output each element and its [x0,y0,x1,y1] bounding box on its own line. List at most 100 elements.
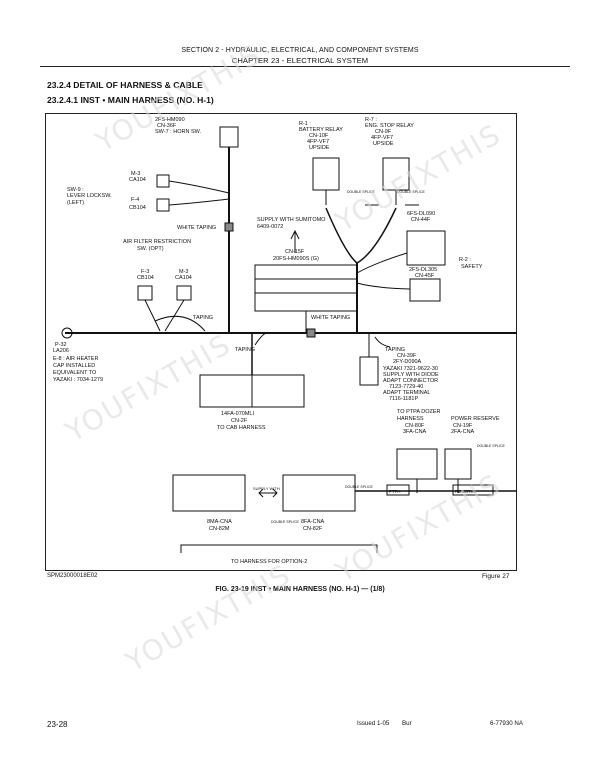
label-p32: P-32 [55,342,67,348]
connector-cn80f [396,448,438,480]
option-bracket [180,544,378,553]
label-double-splice-5: DOUBLE SPLICE [271,520,299,524]
label-white-taping-2: WHITE TAPING [311,315,350,321]
taping-marker-2 [306,328,316,338]
label-adapt-conn: ADAPT CONNECTOR [383,378,438,384]
connector-cn36f [219,126,239,148]
label-to-option: TO HARNESS FOR OPTION-2 [231,559,307,565]
page-number: 23-28 [47,720,68,729]
label-cn44f: CN-44F [411,217,431,223]
label-m3-top: M-3 [131,171,140,177]
label-taping-2: TAPING [235,347,255,353]
label-dl305: 2FS-DL305 [409,267,437,273]
label-cn15f: CN-15F [285,249,305,255]
label-r1: R-1 : [299,121,311,127]
label-vf7-a: 4FP-VF7 [307,139,329,145]
label-e8: E-8 : AIR HEATER [53,356,98,362]
label-dl090: 6FS-DL090 [407,211,435,217]
label-cn80f: CN-80F [405,423,425,429]
connector-cn44f [406,230,446,266]
figure-caption: FIG. 23-19 INST • MAIN HARNESS (NO. H-1)… [215,586,385,593]
label-to-ptpa: TO PTPA DOZER [397,409,441,415]
connector-ca104 [176,285,192,301]
label-cn36f: CN-36F [157,123,177,129]
label-equivalent: EQUIVALENT TO [53,370,97,376]
label-air-filter: AIR FILTER RESTRICTION [123,239,191,245]
label-cn19f: CN-19F [453,423,473,429]
label-taping-1: TAPING [193,315,213,321]
connector-cn10f [312,157,340,191]
label-f3: F-3 [141,269,149,275]
label-adapt-conn-no: 7123-7729-40 [389,384,423,390]
label-harness: HARNESS [397,416,424,422]
label-cn10f: CN-10F [309,133,329,139]
subsection-heading: 23.2.4.1 INST • MAIN HARNESS (NO. H-1) [47,95,214,105]
bur-label: Bur [402,720,412,727]
label-f4: F-4 [131,197,139,203]
connector-cn39f [359,356,379,386]
label-sumitomo-no: 6409-0072 [257,224,283,230]
label-adapt-term-no: 7116-1181P [389,396,418,402]
air-heater-cap [61,327,73,339]
label-cn45f: CN-45F [415,273,435,279]
label-cb104: CB104 [137,275,154,281]
label-sw7: SW-7 : HORN SW. [155,129,202,135]
label-lever-lock: LEVER LOCKSW. [67,193,112,199]
label-to-cab: TO CAB HARNESS [217,425,266,431]
label-fy090a: 2FY-D090A [393,359,422,365]
reserve-tag [452,484,494,496]
connector-cb104-top [156,198,170,212]
label-cna8m: 8MA-CNA [207,519,232,525]
label-eng-stop: ENG. STOP RELAY [365,123,414,129]
label-sw-opt: SW. (OPT) [137,246,164,252]
label-vf7-b: 4FP-VF7 [371,135,393,141]
label-reserve: RESERVE [455,489,476,494]
taping-marker-1 [224,222,234,232]
label-supply-with: SUPPLY WITH [253,486,280,491]
label-hm090: 2FS-HM090 [155,117,185,123]
label-cna2: 2FA-CNA [451,429,475,435]
label-upside-a: UPSIDE [309,145,330,151]
ptpa-tag [386,484,410,496]
label-double-splice-4: DOUBLE SPLICE [345,485,373,489]
figure-frame [45,113,517,571]
label-power-reserve: POWER RESERVE [451,416,500,422]
label-ptpa: PTPA [389,489,400,494]
label-white-taping-1: WHITE TAPING [177,225,216,231]
label-adapt-term: ADAPT TERMINAL [383,390,430,396]
figure-number: Figure 27 [482,573,510,580]
doc-number: 6-77930 NA [490,720,524,727]
label-double-splice-3: DOUBLE SPLICE [477,444,505,448]
label-la206: LA206 [53,348,69,354]
label-fa070: 14FA-070MLI [221,411,254,417]
connector-cn82f [282,474,356,512]
label-ca104-top: CA104 [129,177,146,183]
issued-date: Issued 1-05 [357,720,390,727]
label-cna3: 3FA-CNA [403,429,427,435]
label-cn82m: CN-82M [209,526,230,532]
chapter-header: CHAPTER 23 - ELECTRICAL SYSTEM [231,56,369,65]
label-cna8f: 8FA-CNA [301,519,325,525]
label-cn2f: CN-2F [231,418,248,424]
label-double-splice-1: DOUBLE SPLICE [347,190,375,194]
label-sw9: SW-9 : [67,187,84,193]
label-ca104: CA104 [175,275,192,281]
harness-diagram: 2FS-HM090 CN-36F SW-7 : HORN SW. R-1 : B… [53,117,517,565]
label-yazaki-no: YAZAKI : 7034-1279 [53,377,103,383]
label-m3: M-3 [179,269,188,275]
label-taping-3: TAPING [385,347,405,353]
connector-cb104 [137,285,153,301]
label-double-splice-2: DOUBLE SPLICE [397,190,425,194]
label-yazaki-conn: YAZAKI 7321-9622-30 [383,366,438,372]
connector-cn82m [172,474,246,512]
section-heading: 23.2.4 DETAIL OF HARNESS & CABLE [47,80,203,90]
label-cn82f: CN-82F [303,526,323,532]
label-supply-sumitomo: SUPPLY WITH SUMITOMO [257,217,326,223]
section-header: SECTION 2 - HYDRAULIC, ELECTRICAL, AND C… [181,47,419,54]
label-cn39f: CN-39F [397,353,417,359]
label-upside-b: UPSIDE [373,141,394,147]
label-left: (LEFT) [67,200,84,206]
label-cb104-top: CB104 [129,205,146,211]
label-r7: R-7 : [365,117,377,123]
connector-ca104-top [156,174,170,188]
